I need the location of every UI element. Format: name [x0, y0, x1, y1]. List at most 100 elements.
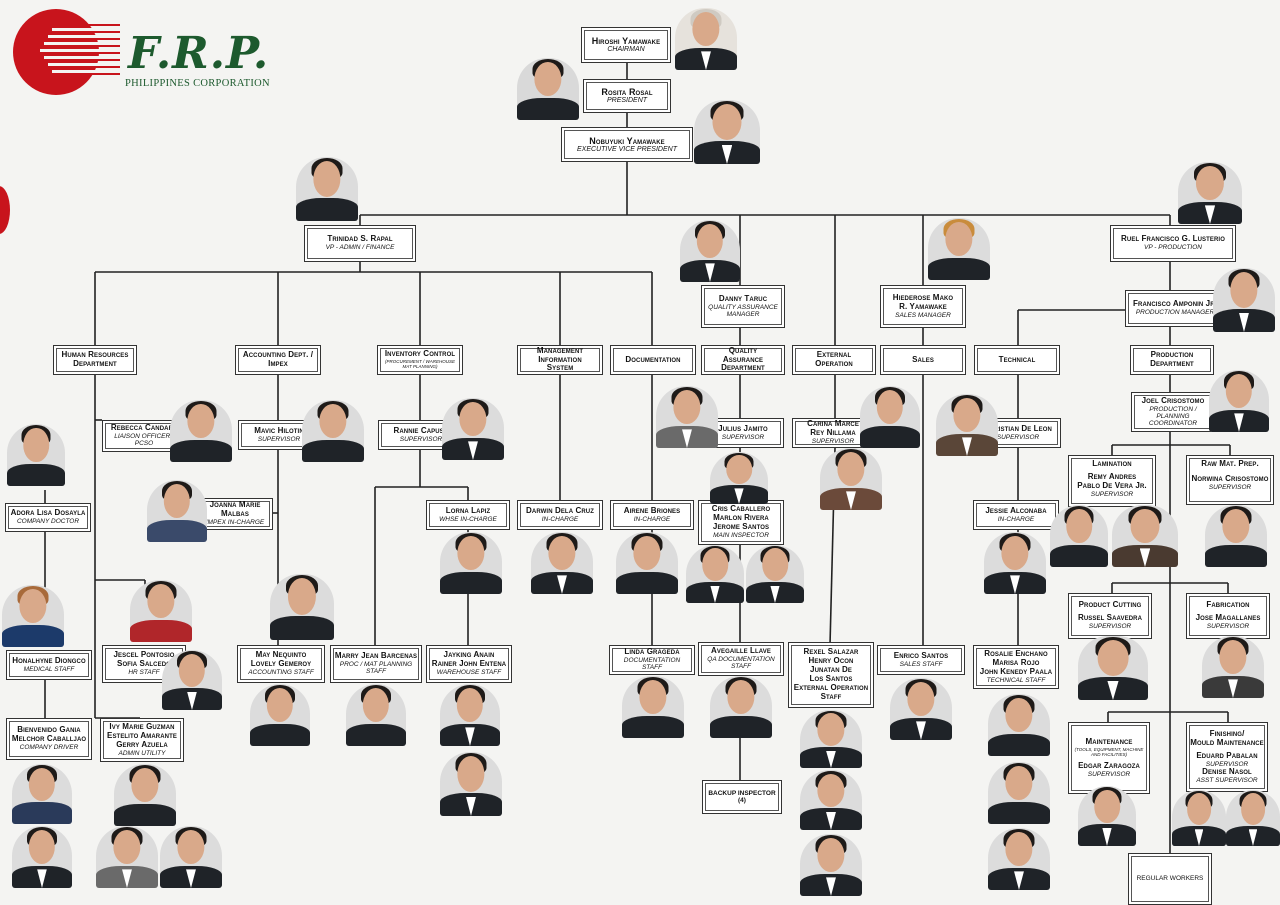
side-tab-marker — [0, 186, 10, 234]
portrait-photo — [680, 220, 740, 282]
portrait-photo — [656, 386, 718, 448]
name: Management Information System — [536, 345, 584, 373]
title: IN-CHARGE — [633, 515, 671, 523]
portrait-photo — [12, 764, 72, 824]
portrait-photo — [890, 678, 952, 740]
title: SUPERVISOR — [1205, 760, 1249, 768]
title: IMPEX IN-CHARGE — [205, 519, 265, 527]
names: Russel Saavedra — [1077, 613, 1143, 623]
title: CHAIRMAN — [607, 46, 645, 54]
name: Mavic Hilotin — [254, 425, 304, 435]
name: Rexel Salazar Henry Ocon Junatan De Los … — [793, 647, 869, 701]
name: Human Resources Department — [61, 350, 129, 368]
name: Nobuyuki Yamawake — [589, 135, 665, 146]
portrait-photo — [710, 676, 772, 738]
title: COMPANY DOCTOR — [16, 518, 80, 526]
name: Documentation — [625, 354, 681, 364]
name: May Nequinto Lovely Gemeroy — [250, 650, 312, 669]
portrait-photo — [746, 545, 804, 603]
name: Production Department — [1150, 350, 1194, 368]
portrait-photo — [710, 452, 768, 504]
name: Lamination — [1092, 459, 1132, 468]
box-technical-department: Technical — [974, 345, 1060, 375]
portrait-photo — [1205, 505, 1267, 567]
portrait-photo — [147, 480, 207, 542]
title: PRESIDENT — [606, 97, 648, 105]
names: Edgar Zaragoza — [1078, 760, 1140, 770]
name: Ivy Marie Guzman Estelito Amarante Gerry… — [107, 721, 177, 749]
title: REGULAR WORKERS — [1136, 875, 1204, 883]
name: Rosalie Enchano Marisa Rojo John Kenedy … — [979, 648, 1053, 676]
portrait-photo — [170, 400, 232, 462]
portrait-photo — [517, 58, 579, 120]
title: SUPERVISOR — [1090, 490, 1134, 498]
title: WAREHOUSE STAFF — [436, 669, 502, 677]
portrait-photo — [2, 585, 64, 647]
box-sales-department: Sales — [880, 345, 966, 375]
logo-subtitle: PHILIPPINES CORPORATION — [125, 78, 270, 89]
portrait-photo — [616, 532, 678, 594]
title: QUALITY ASSURANCE MANAGER — [708, 303, 778, 318]
name: Joanna Marie Malbas — [209, 500, 261, 519]
title: SUPERVISOR — [1208, 483, 1252, 491]
title: SUPERVISOR — [1087, 770, 1131, 778]
portrait-photo — [928, 218, 990, 280]
portrait-photo — [7, 424, 65, 486]
name: Jayking Anain Rainer John Entena — [431, 650, 507, 669]
title: ACCOUNTING STAFF — [248, 669, 314, 677]
portrait-photo — [622, 676, 684, 738]
portrait-photo — [162, 650, 222, 710]
box-regular-workers: REGULAR WORKERS — [1128, 853, 1212, 905]
company-logo: F.R.P. PHILIPPINES CORPORATION — [10, 6, 300, 106]
portrait-photo — [1226, 790, 1280, 846]
name: Product Cutting — [1078, 600, 1142, 610]
names: Norwina Crisostomo — [1191, 473, 1269, 483]
box-production-department: Production Department — [1130, 345, 1214, 375]
name: Inventory Control — [384, 349, 456, 359]
name: Hiroshi Yamawake — [591, 36, 661, 47]
portrait-photo — [160, 826, 222, 888]
names: Remy Andres Pablo De Vera Jr. — [1077, 471, 1147, 490]
names: Eduard Pabalan — [1196, 750, 1258, 760]
title: PRODUCTION MANAGER — [1135, 309, 1215, 317]
name: Airene Briones — [623, 505, 681, 515]
box-maintenance: Maintenance(TOOLS, EQUIPMENT, MACHINE AN… — [1068, 722, 1150, 794]
box-inventory-control: Inventory Control(PROCUREMENT / WAREHOUS… — [377, 345, 463, 375]
box-production-manager: Francisco Amponin Jr.PRODUCTION MANAGER — [1125, 290, 1225, 327]
portrait-photo — [800, 770, 862, 830]
title: ADMIN UTILITY — [118, 749, 166, 757]
portrait-photo — [250, 684, 310, 746]
title: MAIN INSPECTOR — [713, 532, 769, 540]
title: SUPERVISOR — [399, 435, 443, 443]
name: Francisco Amponin Jr. — [1133, 299, 1217, 309]
box-external-operation: External Operation — [792, 345, 876, 375]
title: MEDICAL STAFF — [23, 665, 75, 673]
portrait-photo — [270, 574, 334, 640]
title: SUPERVISOR — [1088, 623, 1132, 631]
name: Enrico Santos — [893, 650, 949, 660]
name: Christian De Leon — [984, 423, 1052, 433]
portrait-photo — [12, 826, 72, 888]
name: Finishing/ Mould Maintenance — [1190, 728, 1264, 747]
name: Avegaille Llave — [711, 646, 771, 656]
name: Danny Taruc — [718, 293, 768, 303]
box-hr-department: Human Resources Department — [53, 345, 137, 375]
box-documentation-department: Documentation — [610, 345, 696, 375]
title: SALES STAFF — [899, 660, 943, 668]
